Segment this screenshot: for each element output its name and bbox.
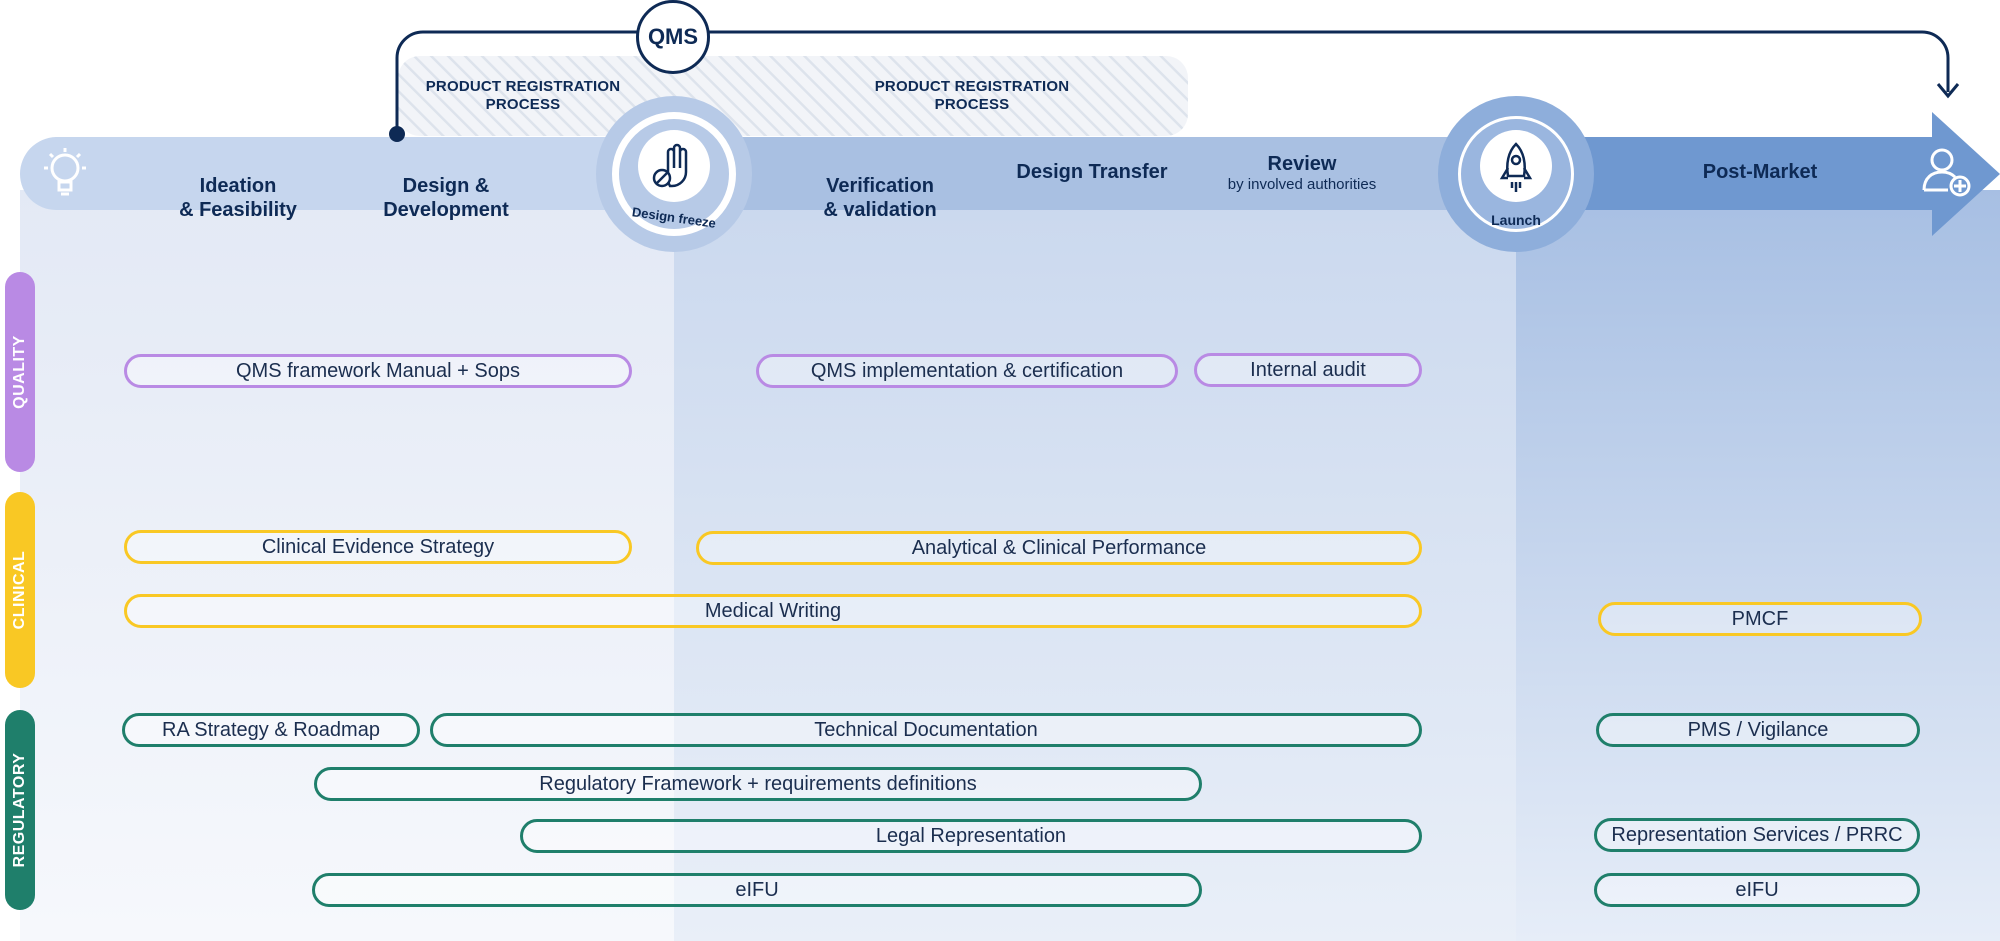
phase-design-transfer-title: Design Transfer bbox=[1016, 161, 1168, 183]
phase-review-subtitle: by involved authorities bbox=[1227, 176, 1377, 193]
phase-review-title: Review bbox=[1267, 153, 1337, 175]
phase-design-transfer: Design Transfer bbox=[1004, 160, 1180, 184]
post-market-column-bg bbox=[1516, 190, 2000, 941]
registration-label-1: PRODUCT REGISTRATION PROCESS bbox=[425, 78, 621, 113]
activity-pmcf: PMCF bbox=[1598, 602, 1922, 636]
launch-label: Launch bbox=[1491, 212, 1541, 228]
regulatory-rail: REGULATORY bbox=[5, 710, 35, 910]
activity-eifu-post-market: eIFU bbox=[1594, 873, 1920, 907]
activity-analytical-clinical-performance: Analytical & Clinical Performance bbox=[696, 531, 1422, 565]
activity-pms-vigilance: PMS / Vigilance bbox=[1596, 713, 1920, 747]
phase-review: Review by involved authorities bbox=[1204, 152, 1400, 194]
phase-post-market-title: Post-Market bbox=[1702, 161, 1818, 183]
phase-ideation: Ideation & Feasibility bbox=[158, 150, 318, 222]
registration-label-2: PRODUCT REGISTRATION PROCESS bbox=[874, 78, 1070, 113]
activity-regulatory-framework: Regulatory Framework + requirements defi… bbox=[314, 767, 1202, 801]
add-user-icon bbox=[1922, 148, 1971, 197]
activity-eifu-development: eIFU bbox=[312, 873, 1202, 907]
regulatory-label: REGULATORY bbox=[11, 752, 28, 868]
phase-post-market: Post-Market bbox=[1680, 160, 1840, 184]
hand-stop-icon bbox=[652, 143, 688, 188]
phase-ideation-title: Ideation & Feasibility bbox=[179, 175, 297, 221]
phase-verification-title: Verification & validation bbox=[823, 175, 937, 221]
activity-medical-writing: Medical Writing bbox=[124, 594, 1422, 628]
qms-badge: QMS bbox=[636, 0, 710, 74]
activity-clinical-evidence-strategy: Clinical Evidence Strategy bbox=[124, 530, 632, 564]
phase-verification: Verification & validation bbox=[790, 150, 970, 222]
phase-design-development-title: Design & Development bbox=[383, 175, 509, 221]
phase-design-development: Design & Development bbox=[366, 150, 526, 222]
post-freeze-column-bg bbox=[674, 190, 1516, 941]
registration-band bbox=[398, 56, 1188, 136]
clinical-rail: CLINICAL bbox=[5, 492, 35, 688]
activity-qms-implementation: QMS implementation & certification bbox=[756, 354, 1178, 388]
activity-legal-representation: Legal Representation bbox=[520, 819, 1422, 853]
lightbulb-icon bbox=[44, 148, 86, 196]
quality-rail: QUALITY bbox=[5, 272, 35, 472]
activity-internal-audit: Internal audit bbox=[1194, 353, 1422, 387]
activity-qms-framework: QMS framework Manual + Sops bbox=[124, 354, 632, 388]
clinical-label: CLINICAL bbox=[11, 550, 28, 630]
quality-label: QUALITY bbox=[11, 335, 28, 409]
pre-freeze-column-bg bbox=[20, 190, 674, 941]
activity-technical-documentation: Technical Documentation bbox=[430, 713, 1422, 747]
activity-representation-services: Representation Services / PRRC bbox=[1594, 818, 1920, 852]
rocket-icon bbox=[1499, 142, 1533, 192]
activity-ra-strategy: RA Strategy & Roadmap bbox=[122, 713, 420, 747]
